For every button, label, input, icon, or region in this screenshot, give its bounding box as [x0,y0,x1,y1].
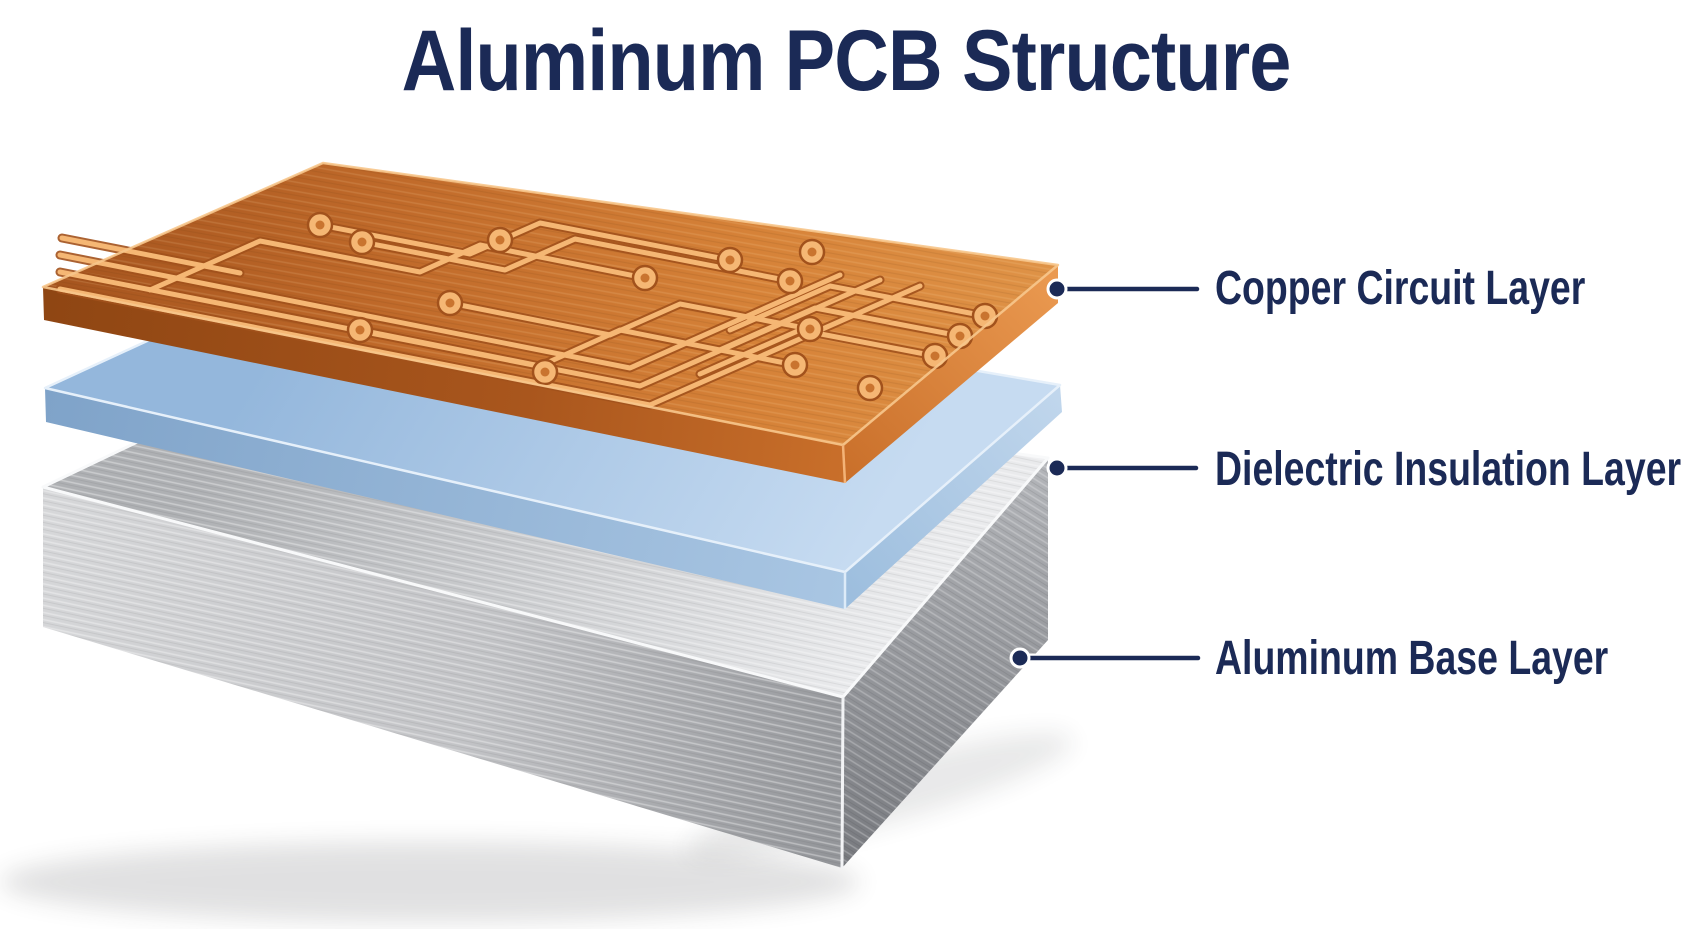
label-copper-circuit-layer: Copper Circuit Layer [1215,262,1586,315]
circuit-pads [306,211,999,402]
leader-dot-aluminum [1009,647,1031,669]
label-dielectric-insulation-layer: Dielectric Insulation Layer [1215,443,1682,496]
copper-front-face [43,287,845,483]
copper-circuit-layer-graphic [41,161,1060,484]
leader-dot-copper [1046,278,1068,300]
label-aluminum-base-layer: Aluminum Base Layer [1215,632,1609,685]
dielectric-right-face [845,385,1062,609]
dielectric-front-face [45,388,845,609]
leader-lines [1009,278,1203,669]
circuit-traces [55,218,985,410]
copper-right-face [843,265,1058,483]
leader-dot-dielectric [1046,457,1068,479]
